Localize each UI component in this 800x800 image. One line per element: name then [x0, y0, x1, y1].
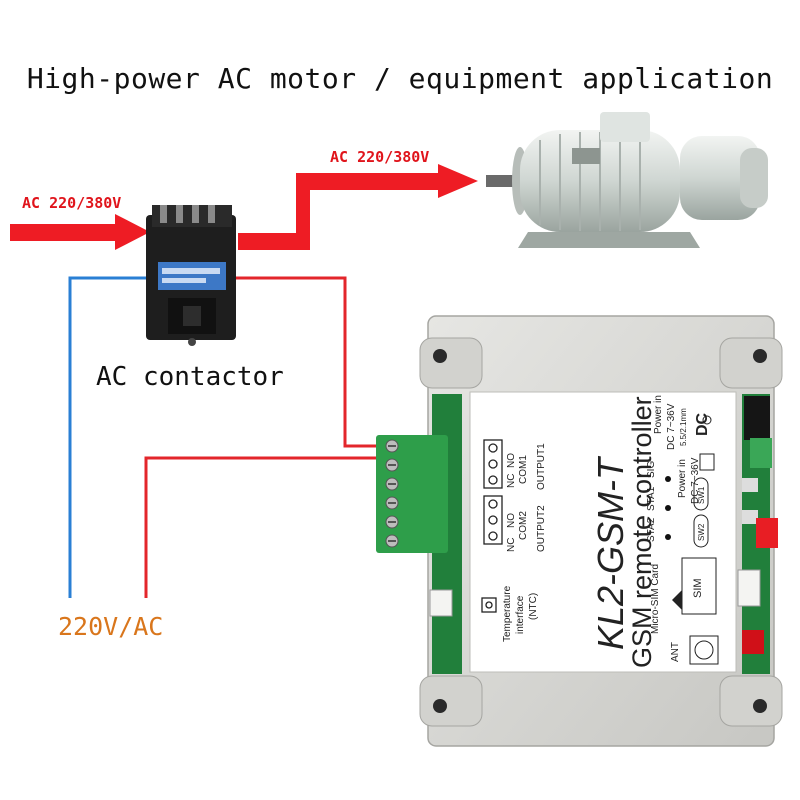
micro-sim-label: Micro-SIM Card [650, 563, 661, 634]
supply-voltage-label: 220V/AC [58, 612, 164, 641]
output2-nc-label: NC [506, 537, 517, 552]
temperature-label-2: interface [515, 595, 526, 634]
ant-label: ANT [670, 642, 681, 662]
com2-label: COM2 [518, 511, 529, 540]
device-label-face [469, 391, 737, 673]
sta1-label: STA1 [646, 486, 657, 511]
ac-input-arrow [10, 214, 150, 250]
sta2-label: STA2 [646, 517, 657, 542]
output-terminal-block [376, 435, 448, 553]
terminal-icons-output2 [483, 495, 503, 545]
output2-no-label: NO [506, 513, 517, 528]
power-in-1-label: Power in [653, 395, 664, 434]
contactor-label: AC contactor [96, 362, 284, 392]
sta1-led-icon [665, 505, 671, 511]
ac-motor [486, 112, 768, 248]
gsm-controller [376, 315, 783, 747]
terminal-icons-output1 [483, 439, 503, 489]
power-in-1-range: DC 7~36V [666, 403, 677, 450]
sig-led-icon [665, 476, 671, 482]
ac-input-label: AC 220/380V [22, 194, 122, 212]
output1-nc-label: NC [506, 473, 517, 488]
sim-label: SIM [692, 578, 704, 598]
output2-label: OUTPUT2 [536, 505, 547, 552]
sw1-button-icon [693, 477, 709, 511]
contactor-label-plate [158, 262, 226, 290]
motor-nameplate [572, 148, 600, 164]
temperature-label-1: Temperature [502, 585, 513, 642]
ac-output-arrow [238, 164, 478, 250]
temperature-label-3: (NTC) [528, 592, 539, 620]
output1-no-label: NO [506, 453, 517, 468]
ac-contactor [146, 205, 236, 346]
sig-label: SIG [646, 460, 657, 478]
sim-insert-arrow-icon [672, 590, 682, 610]
power-in-2-label: Power in [677, 459, 688, 498]
neutral-wire [68, 276, 150, 598]
device-model: KL2-GSM-T [590, 457, 631, 650]
dc-label: DC [694, 412, 711, 436]
ac-output-label: AC 220/380V [330, 148, 430, 166]
sta2-led-icon [665, 534, 671, 540]
antenna-connector-icon [689, 635, 719, 665]
sw1-label: SW1 [697, 486, 706, 504]
output1-label: OUTPUT1 [536, 443, 547, 490]
sw2-label: SW2 [697, 523, 706, 541]
power-terminal-icon [699, 453, 715, 471]
sim-slot-icon [681, 557, 717, 615]
temperature-terminal-icon [481, 597, 497, 613]
jack-size-label: 5.5/2.1mm [679, 408, 688, 446]
page-title: High-power AC motor / equipment applicat… [26, 62, 774, 95]
sw2-button-icon [693, 514, 709, 548]
live-wire-supply [144, 456, 378, 598]
dc-jack-icon [702, 415, 712, 425]
com1-label: COM1 [518, 455, 529, 484]
live-wire-to-contactor [232, 276, 378, 448]
